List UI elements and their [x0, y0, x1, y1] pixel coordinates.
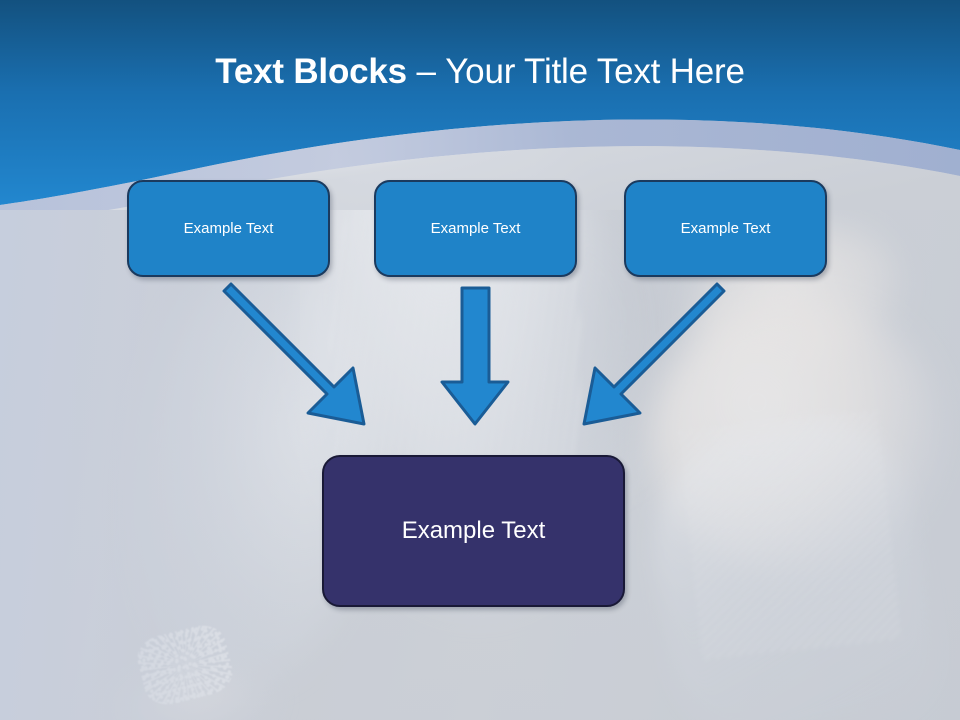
diagram-node-result-label: Example Text — [401, 517, 546, 544]
diagram-node-3[interactable]: Example Text — [624, 180, 827, 277]
diagram-node-result[interactable]: Example Text — [322, 455, 625, 607]
diagram-node-2-label: Example Text — [430, 220, 521, 237]
title-rest-part: Your Title Text Here — [445, 52, 745, 91]
title-bold-part: Text Blocks — [215, 52, 407, 91]
page-title: Text Blocks – Your Title Text Here — [0, 50, 960, 94]
diagram-node-1-label: Example Text — [183, 220, 274, 237]
title-separator: – — [416, 52, 436, 91]
diagram-node-3-label: Example Text — [680, 220, 771, 237]
diagram-node-2[interactable]: Example Text — [374, 180, 577, 277]
diagram-node-1[interactable]: Example Text — [127, 180, 330, 277]
